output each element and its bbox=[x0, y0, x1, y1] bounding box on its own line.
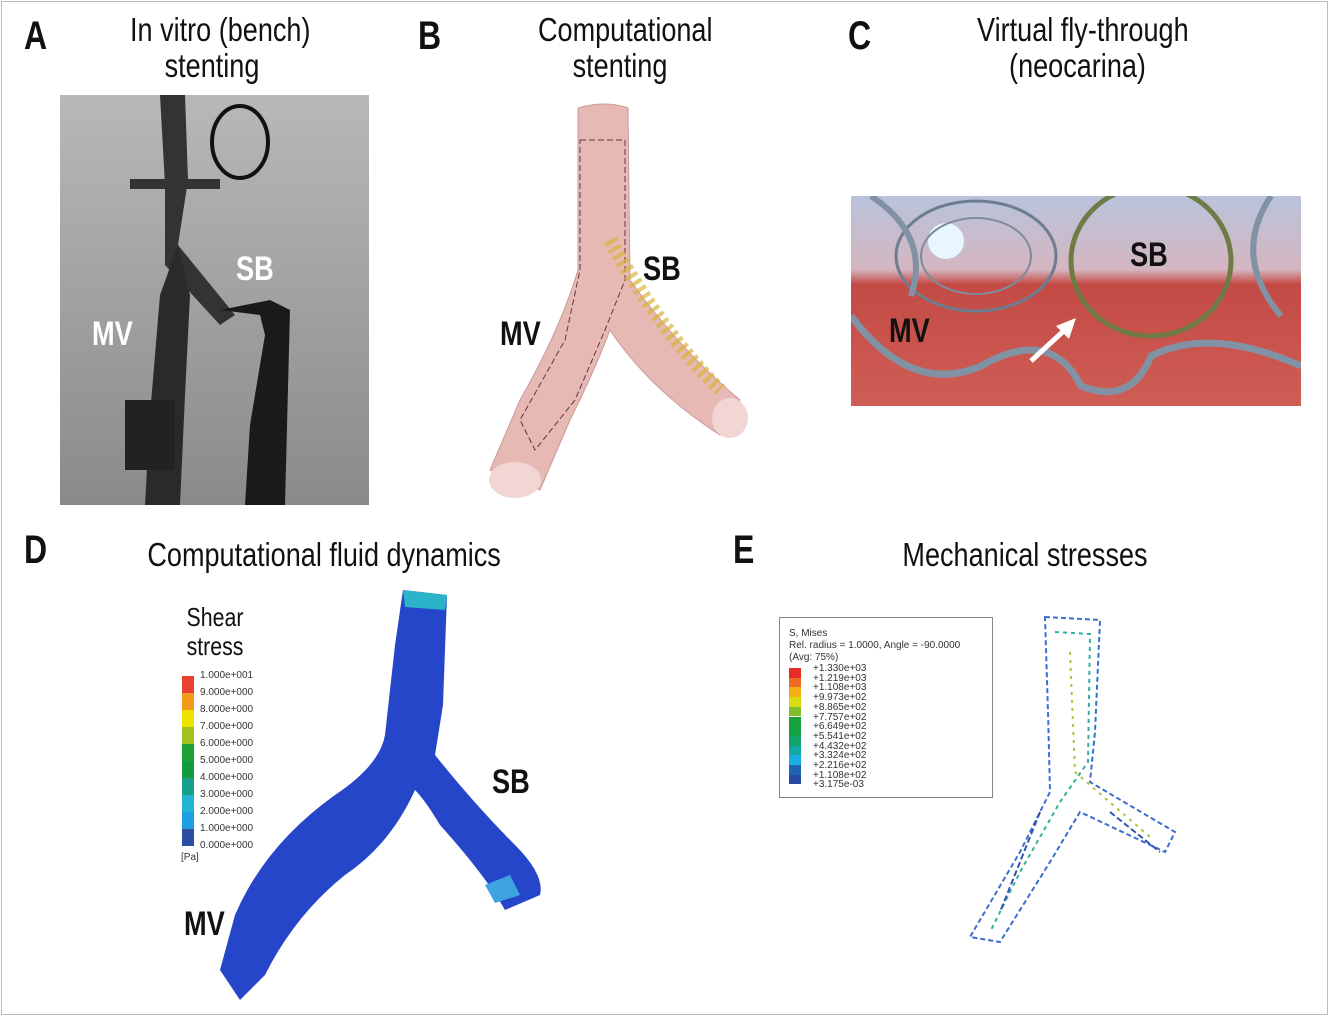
colorbar-tick-label: 7.000e+000 bbox=[200, 721, 254, 732]
colorbar-tick-label: 0.000e+000 bbox=[200, 840, 254, 851]
panel-c-sb-label: SB bbox=[1130, 236, 1168, 274]
legend-line-3: (Avg: 75%) bbox=[789, 652, 839, 663]
colorbar-cell bbox=[789, 668, 801, 678]
panel-a-letter: A bbox=[24, 14, 48, 58]
colorbar-tick-label: +4.432e+02 bbox=[813, 740, 867, 752]
colorbar-cell bbox=[789, 716, 801, 727]
colorbar-cell bbox=[789, 745, 801, 756]
colorbar-cell bbox=[182, 727, 194, 744]
colorbar-cell bbox=[182, 761, 194, 778]
colorbar-tick-label: 9.000e+000 bbox=[200, 687, 254, 698]
colorbar-tick-label: +1.219e+03 bbox=[813, 672, 867, 684]
computational-stent-model bbox=[489, 103, 748, 498]
colorbar-cell bbox=[789, 765, 801, 775]
legend-line-1: S, Mises bbox=[789, 628, 828, 639]
colorbar-tick-label: +3.175e-03 bbox=[813, 779, 864, 791]
panel-d-sb-label: SB bbox=[492, 763, 530, 801]
colorbar-cell bbox=[182, 778, 194, 795]
colorbar-tick-label: 8.000e+000 bbox=[200, 704, 254, 715]
colorbar-tick-label: 1.000e+000 bbox=[200, 823, 254, 834]
bench-stent-image bbox=[60, 95, 369, 505]
colorbar-tick-label: 3.000e+000 bbox=[200, 789, 254, 800]
colorbar-tick-label: 4.000e+000 bbox=[200, 772, 254, 783]
panel-b-letter: B bbox=[418, 14, 442, 58]
colorbar-cell bbox=[182, 829, 194, 846]
colorbar-tick-label: +6.649e+02 bbox=[813, 721, 867, 733]
mises-colorbar: +1.330e+03+1.219e+03+1.108e+03+9.973e+02… bbox=[789, 663, 969, 793]
colorbar-cell bbox=[789, 726, 801, 736]
panel-b-sb-label: SB bbox=[643, 250, 681, 288]
colorbar-cell bbox=[789, 774, 801, 785]
colorbar-tick-label: 6.000e+000 bbox=[200, 738, 254, 749]
colorbar-cell bbox=[789, 687, 801, 698]
panel-c-mv-label: MV bbox=[889, 312, 930, 350]
colorbar-cell bbox=[182, 710, 194, 727]
colorbar-cell bbox=[789, 706, 801, 717]
colorbar-cell bbox=[182, 744, 194, 761]
colorbar-tick-label: +1.330e+03 bbox=[813, 663, 867, 674]
colorbar-cell bbox=[789, 697, 801, 707]
colorbar-tick-label: +5.541e+02 bbox=[813, 730, 867, 742]
panel-a-title: In vitro (bench)stenting bbox=[130, 11, 311, 84]
panel-d-title: Computational fluid dynamics bbox=[147, 536, 501, 573]
colorbar-tick-label: +3.324e+02 bbox=[813, 750, 867, 762]
colorbar-tick-label: +2.216e+02 bbox=[813, 760, 867, 771]
panel-d-mv-label: MV bbox=[184, 905, 225, 943]
colorbar-cell bbox=[789, 755, 801, 765]
panel-c-letter: C bbox=[848, 14, 872, 58]
colorbar-tick-label: +1.108e+03 bbox=[813, 682, 867, 694]
colorbar-tick-label: 5.000e+000 bbox=[200, 755, 254, 766]
colorbar-cell bbox=[182, 676, 194, 693]
panel-b-mv-label: MV bbox=[500, 315, 541, 353]
panel-e-letter: E bbox=[733, 528, 755, 572]
colorbar-cell bbox=[789, 677, 801, 688]
panel-a-mv-label: MV bbox=[92, 315, 133, 353]
shear-stress-colorbar: 1.000e+001 9.000e+000 8.000e+000 7.000e+000… bbox=[181, 670, 272, 866]
colorbar-tick-label: 2.000e+000 bbox=[200, 806, 254, 817]
colorbar-tick-label: +8.865e+02 bbox=[813, 701, 867, 713]
colorbar-tick-label: +1.108e+02 bbox=[813, 769, 867, 781]
legend-line-2: Rel. radius = 1.0000, Angle = -90.0000 bbox=[789, 640, 961, 651]
colorbar-tick-label: +7.757e+02 bbox=[813, 711, 867, 723]
unit-label: [Pa] bbox=[181, 852, 199, 863]
panel-e-title: Mechanical stresses bbox=[902, 536, 1148, 573]
cfd-vessel-model bbox=[220, 590, 541, 1000]
colorbar-cell bbox=[182, 795, 194, 812]
colorbar-cell bbox=[182, 812, 194, 829]
panel-a-sb-label: SB bbox=[236, 250, 274, 288]
colorbar-tick-label: 1.000e+001 bbox=[200, 670, 254, 681]
colorbar-cell bbox=[182, 693, 194, 710]
panel-d-letter: D bbox=[24, 528, 48, 572]
stent-stress-model bbox=[968, 615, 1177, 944]
panel-c-title: Virtual fly-through(neocarina) bbox=[977, 11, 1189, 84]
colorbar-cell bbox=[789, 735, 801, 746]
virtual-flythrough-image bbox=[851, 196, 1301, 406]
colorbar-tick-label: +9.973e+02 bbox=[813, 692, 867, 704]
mises-stress-legend: S, Mises Rel. radius = 1.0000, Angle = -… bbox=[779, 617, 993, 798]
